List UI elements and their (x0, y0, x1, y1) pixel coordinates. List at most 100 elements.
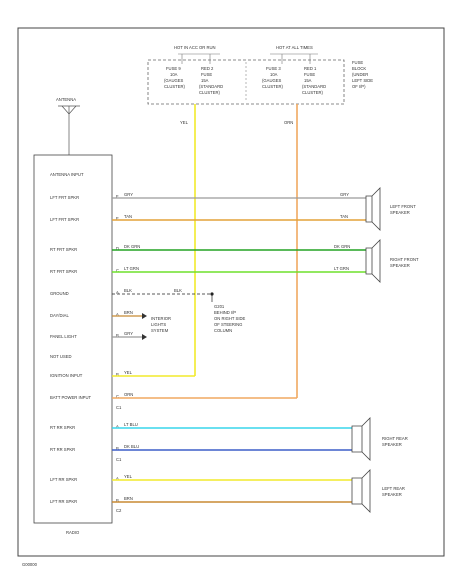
speaker-right-front: RIGHT FRONT SPEAKER (365, 239, 419, 283)
fuse-9: FUSE 9 10A (GAUGES CLUSTER) (164, 66, 186, 89)
svg-text:(GAUGES: (GAUGES (262, 78, 282, 83)
radio-terminal-pin: C1 (116, 457, 122, 462)
interior-lights-note: INTERIOR LIGHTS SYSTEM (151, 316, 171, 333)
svg-text:(STANDARD: (STANDARD (199, 84, 223, 89)
svg-text:LEFT FRONT: LEFT FRONT (390, 204, 416, 209)
svg-text:DK BLU: DK BLU (124, 444, 139, 449)
fuse-block-note: FUSE BLOCK (UNDER LEFT SIDE OF I/P) (352, 60, 373, 89)
svg-text:OF I/P): OF I/P) (352, 84, 366, 89)
svg-text:RIGHT FRONT: RIGHT FRONT (390, 257, 419, 262)
svg-text:YEL: YEL (124, 370, 133, 375)
fuse-red-1: RED 1 FUSE 15A (STANDARD CLUSTER) (302, 66, 326, 95)
speaker-left-rear: LEFT REAR SPEAKER (351, 469, 405, 513)
hot-at-all-label: HOT AT ALL TIMES (276, 45, 313, 50)
svg-text:FUSE: FUSE (304, 72, 315, 77)
radio-terminal-label: RT RR SPKR (50, 425, 75, 430)
radio-terminal-label: GROUND (50, 291, 69, 296)
svg-text:BLK: BLK (174, 288, 182, 293)
hot-run-label: HOT IN ACC OR RUN (174, 45, 216, 50)
svg-text:FUSE: FUSE (201, 72, 212, 77)
radio-terminal-pin: D (116, 246, 119, 251)
radio-box (33, 154, 113, 524)
wires (112, 104, 366, 503)
svg-text:TAN: TAN (340, 214, 348, 219)
speaker-icon (365, 187, 381, 231)
footer-code: G00000 (22, 562, 38, 567)
svg-text:LIGHTS: LIGHTS (151, 322, 166, 327)
radio-terminal-label: RT FRT SPKR (50, 269, 77, 274)
antenna-icon (58, 105, 80, 155)
radio-terminal-pin: B (116, 446, 119, 451)
radio-terminal-pin: F (116, 194, 119, 199)
svg-text:10A: 10A (170, 72, 178, 77)
radio-terminal-pin: A (116, 312, 119, 317)
radio-terminal-label: LFT RR SPKR (50, 499, 77, 504)
svg-text:LEFT REAR: LEFT REAR (382, 486, 405, 491)
svg-text:BLK: BLK (124, 288, 132, 293)
radio-terminal-label: BATT POWER INPUT (50, 395, 91, 400)
svg-text:BRN: BRN (124, 496, 133, 501)
antenna-label: ANTENNA (56, 97, 76, 102)
svg-text:DK GRN: DK GRN (124, 244, 140, 249)
ground-location-note: G201 BEHIND I/P ON RIGHT SIDE OF STEERIN… (214, 304, 246, 333)
svg-text:15A: 15A (201, 78, 209, 83)
svg-text:GRY: GRY (124, 192, 133, 197)
svg-text:ORN: ORN (124, 392, 133, 397)
svg-text:SPEAKER: SPEAKER (382, 492, 402, 497)
wire-label-orn-feed: ORN (284, 120, 293, 125)
svg-text:DK GRN: DK GRN (334, 244, 350, 249)
radio-terminal-pin: B (116, 498, 119, 503)
radio-terminal-label: LFT FRT SPKR (50, 217, 79, 222)
svg-text:SPEAKER: SPEAKER (390, 210, 410, 215)
ground-splice (210, 292, 214, 296)
svg-text:LT GRN: LT GRN (334, 266, 349, 271)
svg-text:15A: 15A (304, 78, 312, 83)
wire-labels: YEL ORN GRY GRY TAN TAN DK GRN DK GRN LT… (124, 120, 350, 501)
svg-text:(GAUGES: (GAUGES (164, 78, 184, 83)
radio-terminal-label: RT RR SPKR (50, 447, 75, 452)
svg-text:RED 2: RED 2 (201, 66, 214, 71)
radio-terminal-label: IGNITION INPUT (50, 373, 83, 378)
svg-text:ON RIGHT SIDE: ON RIGHT SIDE (214, 316, 246, 321)
svg-text:RED 1: RED 1 (304, 66, 317, 71)
svg-text:LEFT SIDE: LEFT SIDE (352, 78, 373, 83)
svg-text:FUSE: FUSE (352, 60, 363, 65)
radio-terminal-pin: A (116, 476, 119, 481)
radio-terminal-label: NOT USED (50, 354, 72, 359)
radio-terminal-pin: B (116, 333, 119, 338)
svg-text:FUSE 9: FUSE 9 (166, 66, 181, 71)
svg-text:SYSTEM: SYSTEM (151, 328, 169, 333)
radio-terminal-pin: A (116, 424, 119, 429)
svg-text:GRY: GRY (124, 331, 133, 336)
svg-text:GRY: GRY (340, 192, 349, 197)
radio-terminal-pin: B (116, 372, 119, 377)
svg-text:(UNDER: (UNDER (352, 72, 368, 77)
svg-text:10A: 10A (270, 72, 278, 77)
fuse-3: FUSE 3 10A (GAUGES CLUSTER) (262, 66, 284, 89)
svg-text:BEHIND I/P: BEHIND I/P (214, 310, 236, 315)
speaker-icon (365, 239, 381, 283)
radio-terminal-label: RT FRT SPKR (50, 247, 77, 252)
radio-terminal-pin: E (116, 216, 119, 221)
svg-text:LT GRN: LT GRN (124, 266, 139, 271)
svg-text:(STANDARD: (STANDARD (302, 84, 326, 89)
radio-terminal-pin: A (116, 290, 119, 295)
interior-lights-arrow-1 (142, 313, 147, 319)
radio-label: RADIO (66, 530, 80, 535)
svg-text:COLUMN: COLUMN (214, 328, 232, 333)
svg-text:CLUSTER): CLUSTER) (164, 84, 186, 89)
antenna: ANTENNA (56, 97, 80, 155)
svg-text:BLOCK: BLOCK (352, 66, 366, 71)
radio-terminal-label: PANEL LIGHT (50, 334, 77, 339)
svg-text:FUSE 3: FUSE 3 (266, 66, 281, 71)
svg-text:CLUSTER): CLUSTER) (199, 90, 221, 95)
radio-terminal-pin: C1 (116, 405, 122, 410)
radio-terminal-label: LFT RR SPKR (50, 477, 77, 482)
fuse-red-2: RED 2 FUSE 15A (STANDARD CLUSTER) (199, 66, 223, 95)
svg-text:BRN: BRN (124, 310, 133, 315)
svg-text:INTERIOR: INTERIOR (151, 316, 171, 321)
speaker-right-rear: RIGHT REAR SPEAKER (351, 417, 408, 461)
svg-text:RIGHT REAR: RIGHT REAR (382, 436, 408, 441)
radio-terminal-label: ANTENNA INPUT (50, 172, 84, 177)
